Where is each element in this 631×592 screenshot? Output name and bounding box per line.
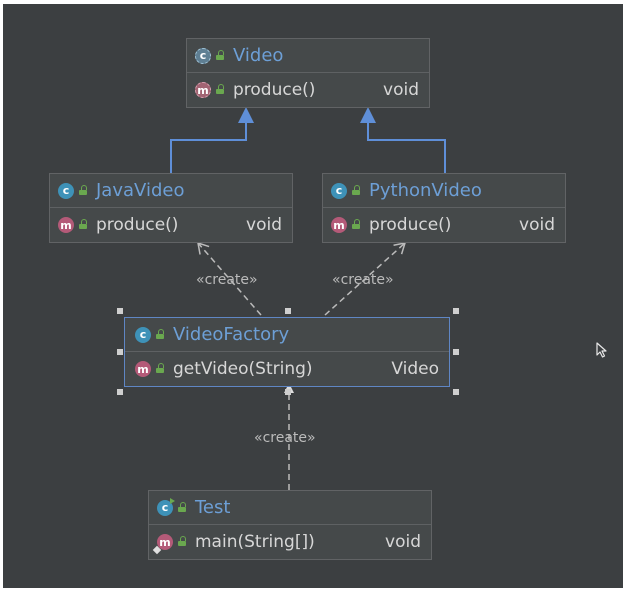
generalization-python-video[interactable]: [360, 107, 446, 177]
method-signature: produce(): [233, 80, 316, 100]
resize-handle-bottom[interactable]: [285, 389, 291, 395]
inheritance-arrowhead: [238, 107, 254, 123]
class-header: c Test: [149, 491, 431, 525]
method-signature: produce(): [96, 215, 179, 235]
resize-handle-left[interactable]: [117, 349, 123, 355]
return-type: void: [519, 215, 555, 235]
class-node-video-factory[interactable]: c VideoFactory m getVideo(String) Video: [124, 317, 450, 387]
resize-handle-bottom-right[interactable]: [453, 389, 459, 395]
create-stereotype-label: «create»: [254, 430, 316, 446]
method-signature: produce(): [369, 215, 452, 235]
class-header: c Video: [187, 39, 429, 73]
abstract-class-icon: c: [195, 47, 211, 64]
class-name: JavaVideo: [96, 180, 185, 201]
method-signature: main(String[]): [195, 532, 315, 552]
method-row[interactable]: m produce() void: [187, 73, 429, 107]
resize-handle-bottom-left[interactable]: [117, 389, 123, 395]
class-name: Video: [233, 45, 284, 66]
create-stereotype-label: «create»: [196, 272, 258, 288]
class-name: VideoFactory: [173, 324, 290, 345]
public-visibility-icon: [216, 84, 225, 94]
runnable-class-icon: c: [157, 497, 175, 516]
resize-handle-top-right[interactable]: [453, 308, 459, 314]
return-type: void: [246, 215, 282, 235]
method-signature: getVideo(String): [173, 359, 313, 379]
class-name: PythonVideo: [369, 180, 482, 201]
method-icon: m: [58, 217, 74, 233]
public-visibility-icon: [79, 184, 88, 195]
class-node-python-video[interactable]: c PythonVideo m produce() void: [322, 173, 566, 243]
method-icon: m: [331, 217, 347, 233]
class-badge-letter: c: [161, 501, 169, 514]
public-visibility-icon: [216, 49, 225, 60]
method-row[interactable]: m main(String[]) void: [149, 525, 431, 559]
diagram-canvas[interactable]: «create» «create» «create» c Video m pro…: [3, 4, 623, 588]
public-visibility-icon: [156, 328, 165, 339]
inheritance-arrowhead: [360, 107, 376, 123]
static-method-icon: m: [152, 534, 173, 555]
public-visibility-icon: [178, 536, 187, 546]
method-row[interactable]: m produce() void: [323, 208, 565, 242]
method-row[interactable]: m produce() void: [50, 208, 292, 242]
dependency-factory-java[interactable]: «create»: [196, 241, 262, 316]
class-icon: c: [331, 182, 347, 199]
abstract-method-icon: m: [195, 82, 211, 98]
resize-handle-right[interactable]: [453, 349, 459, 355]
resize-handle-top[interactable]: [285, 308, 291, 314]
class-icon: c: [135, 326, 151, 343]
method-row[interactable]: m getVideo(String) Video: [125, 352, 449, 386]
resize-handle-top-left[interactable]: [117, 308, 123, 314]
class-node-java-video[interactable]: c JavaVideo m produce() void: [49, 173, 293, 243]
class-header: c JavaVideo: [50, 174, 292, 208]
run-icon: [170, 497, 175, 504]
class-icon: c: [58, 182, 74, 199]
generalization-java-video[interactable]: [170, 107, 254, 177]
public-visibility-icon: [79, 219, 88, 229]
public-visibility-icon: [352, 219, 361, 229]
class-node-video[interactable]: c Video m produce() void: [186, 38, 430, 108]
class-header: c VideoFactory: [125, 318, 449, 352]
public-visibility-icon: [178, 501, 187, 512]
dependency-test-factory[interactable]: «create»: [254, 383, 316, 490]
return-type: void: [385, 532, 421, 552]
dependency-factory-python[interactable]: «create»: [324, 242, 407, 316]
method-icon: m: [135, 361, 151, 377]
create-stereotype-label: «create»: [332, 272, 394, 288]
public-visibility-icon: [352, 184, 361, 195]
mouse-pointer-icon: [596, 342, 607, 358]
class-node-test[interactable]: c Test m main(String[]) void: [148, 490, 432, 560]
public-visibility-icon: [156, 363, 165, 373]
relations-layer: «create» «create» «create»: [170, 107, 446, 490]
class-name: Test: [195, 497, 231, 518]
method-badge-letter: m: [159, 535, 171, 549]
class-header: c PythonVideo: [323, 174, 565, 208]
return-type: Video: [391, 359, 439, 379]
return-type: void: [383, 80, 419, 100]
